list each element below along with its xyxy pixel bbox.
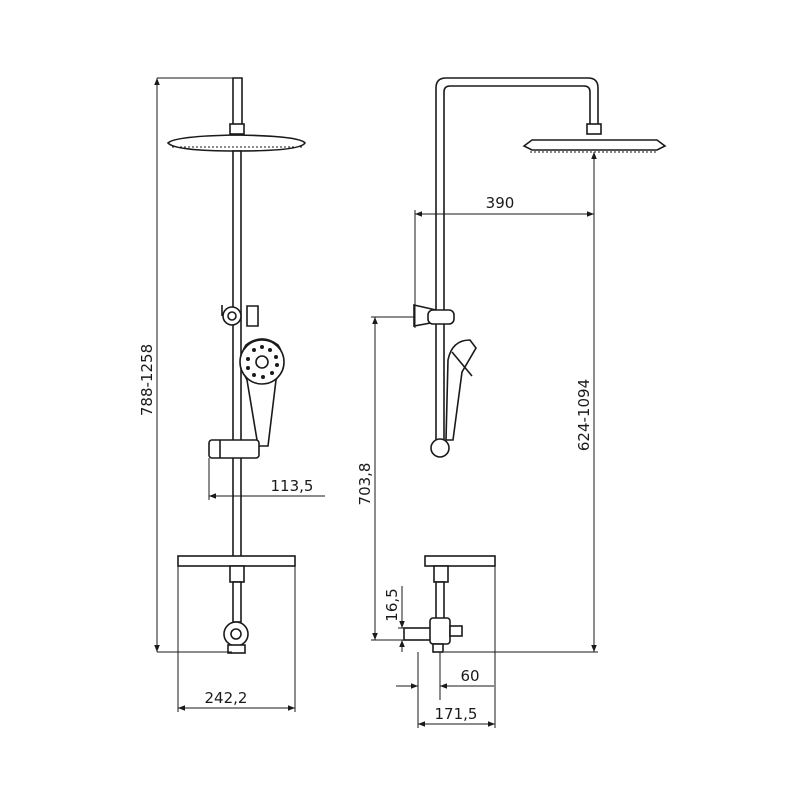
side-overhead-arm-outer (435, 77, 599, 440)
front-bracket-clamp (246, 305, 259, 327)
side-hand-shower (445, 339, 477, 441)
side-hand-shower-face (451, 351, 473, 377)
front-overhead-arm (232, 77, 243, 128)
side-dimensions: 390 624-1094 703,8 16,5 60 171,5 (356, 152, 598, 728)
side-outlet (432, 643, 444, 653)
front-shelf (177, 555, 296, 567)
holder-offset-label: 113,5 (271, 477, 314, 495)
base-depth-label: 171,5 (435, 705, 478, 723)
outlet-label: 60 (460, 667, 479, 685)
arm-reach-label: 390 (486, 194, 515, 212)
front-shelf-mount (229, 565, 245, 583)
shelf-width-label: 242,2 (205, 689, 248, 707)
front-rain-shower-head (166, 134, 306, 152)
front-head-connector (229, 123, 245, 135)
front-diverter-center (230, 628, 242, 640)
side-upper-bracket (427, 309, 455, 325)
side-shelf (424, 555, 496, 567)
side-rain-shower-head (522, 139, 667, 151)
front-total-height-label: 788-1258 (138, 344, 156, 416)
small-offset-label: 16,5 (383, 588, 401, 621)
front-slide-rail (232, 150, 242, 562)
side-holder (430, 438, 450, 458)
side-height-range-label: 624-1094 (575, 379, 593, 451)
front-dimensions: 788-1258 113,5 242,2 (138, 77, 325, 712)
front-hand-shower-nozzles (246, 345, 279, 379)
side-shelf-mount (433, 565, 449, 583)
bracket-height-label: 703,8 (356, 463, 374, 506)
front-inlet (227, 644, 246, 654)
front-upper-bracket-center (227, 311, 237, 321)
side-diverter-knob (449, 625, 463, 637)
side-overhead-arm-inner (443, 85, 591, 440)
front-lower-pipe (232, 581, 242, 623)
front-hand-shower-center (255, 355, 269, 369)
side-view (403, 77, 667, 653)
front-view (166, 77, 306, 654)
front-hand-shower-holder (208, 439, 260, 459)
side-head-connector (586, 123, 602, 135)
side-diverter-body (429, 617, 451, 645)
side-lower-pipe (435, 581, 445, 621)
